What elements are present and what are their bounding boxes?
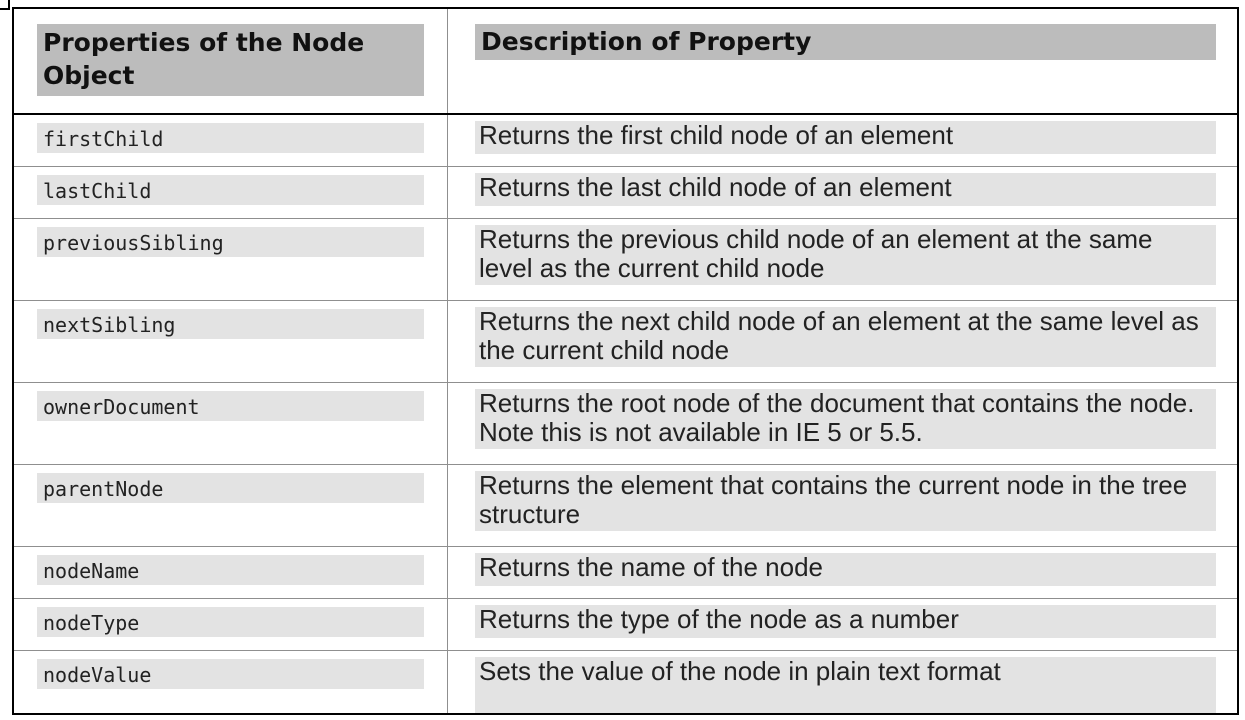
column-divider [447, 383, 448, 464]
column-divider [447, 465, 448, 546]
table-row: nodeName Returns the name of the node [14, 547, 1237, 599]
property-description: Returns the name of the node [475, 553, 1216, 586]
property-name: nextSibling [37, 309, 424, 339]
property-name: firstChild [37, 123, 424, 153]
property-description: Returns the next child node of an elemen… [475, 307, 1216, 367]
table-row: nextSibling Returns the next child node … [14, 301, 1237, 383]
property-description: Returns the element that contains the cu… [475, 471, 1216, 531]
property-description: Returns the type of the node as a number [475, 605, 1216, 638]
column-divider [447, 547, 448, 598]
table-row: parentNode Returns the element that cont… [14, 465, 1237, 547]
table-row: firstChild Returns the first child node … [14, 115, 1237, 167]
property-name: nodeValue [37, 659, 424, 689]
column-divider [447, 301, 448, 382]
table-row: previousSibling Returns the previous chi… [14, 219, 1237, 301]
property-name: nodeName [37, 555, 424, 585]
property-description: Returns the root node of the document th… [475, 389, 1216, 449]
table-row: nodeValue Sets the value of the node in … [14, 651, 1237, 713]
column-divider [447, 219, 448, 300]
table-row: nodeType Returns the type of the node as… [14, 599, 1237, 651]
property-name: ownerDocument [37, 391, 424, 421]
column-divider [447, 115, 448, 166]
property-description: Sets the value of the node in plain text… [475, 657, 1216, 713]
column-divider [447, 599, 448, 650]
property-name: nodeType [37, 607, 424, 637]
node-properties-table: Properties of the Node Object Descriptio… [12, 7, 1239, 715]
property-description: Returns the previous child node of an el… [475, 225, 1216, 285]
property-column-header: Properties of the Node Object [37, 24, 424, 96]
column-divider [447, 167, 448, 218]
column-divider [447, 651, 448, 713]
property-name: previousSibling [37, 227, 424, 257]
property-description: Returns the first child node of an eleme… [475, 121, 1216, 154]
property-description: Returns the last child node of an elemen… [475, 173, 1216, 206]
property-name: parentNode [37, 473, 424, 503]
description-column-header: Description of Property [475, 24, 1216, 60]
corner-crop-mark [0, 0, 10, 10]
table-header-row: Properties of the Node Object Descriptio… [14, 9, 1237, 115]
table-row: ownerDocument Returns the root node of t… [14, 383, 1237, 465]
property-name: lastChild [37, 175, 424, 205]
column-divider [447, 9, 448, 113]
table-row: lastChild Returns the last child node of… [14, 167, 1237, 219]
